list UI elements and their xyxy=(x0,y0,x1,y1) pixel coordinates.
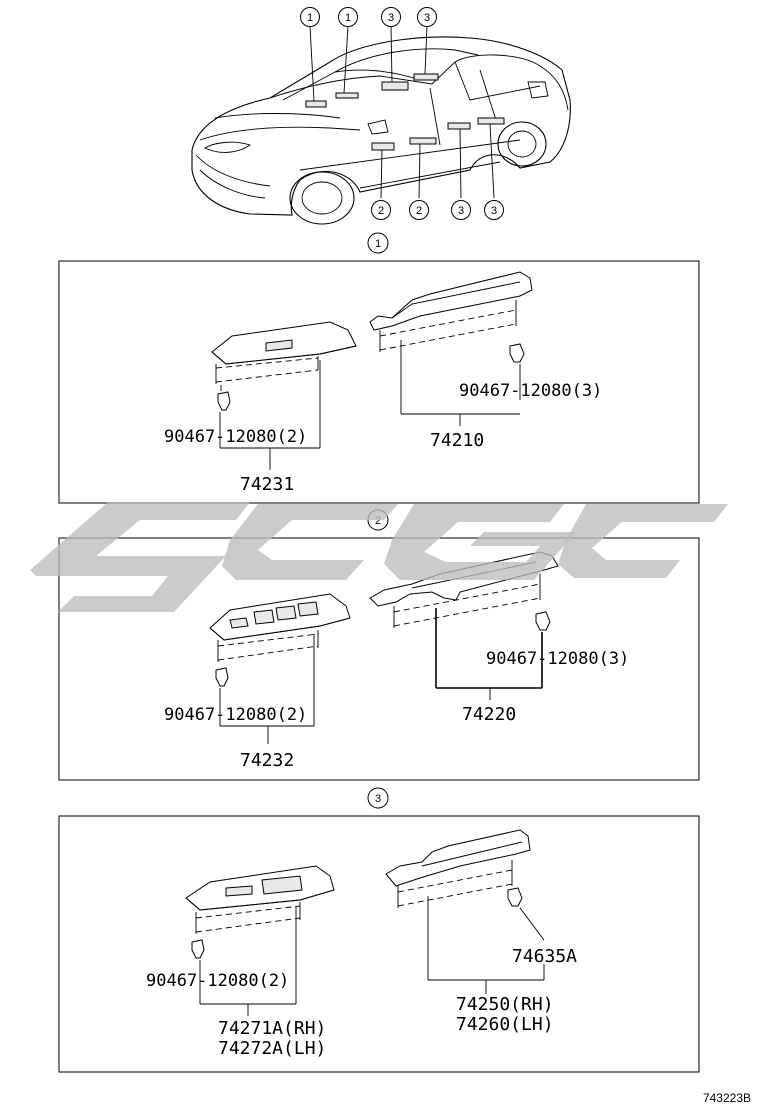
vehicle-illustration xyxy=(191,25,571,225)
svg-text:1: 1 xyxy=(345,12,351,24)
section-3-frame xyxy=(58,815,700,1073)
section-3-armrest-clip xyxy=(507,887,523,907)
section-2-switch-clip-label: 90467-12080(2) xyxy=(164,705,307,725)
section-3-armrest-lh-label: 74260(LH) xyxy=(456,1014,554,1035)
svg-text:1: 1 xyxy=(307,12,313,24)
svg-text:3: 3 xyxy=(458,205,464,217)
section-3-armrest-clip-label: 74635A xyxy=(512,946,577,967)
callout-top-4: 3 xyxy=(417,7,437,27)
callout-top-1: 1 xyxy=(300,7,320,27)
svg-text:3: 3 xyxy=(375,793,381,805)
section-2-armrest-leaders xyxy=(435,608,543,700)
section-1-armrest xyxy=(369,271,533,352)
callout-top-2: 1 xyxy=(338,7,358,27)
diagram-code: 743223B xyxy=(703,1091,751,1105)
section-2-switch-clip xyxy=(215,667,229,687)
svg-text:1: 1 xyxy=(375,238,381,250)
section-1-armrest-clip-label: 90467-12080(3) xyxy=(459,381,602,401)
section-3-armrest-rh-label: 74250(RH) xyxy=(456,994,554,1015)
section-2-armrest-clip xyxy=(535,611,551,631)
section-1-switch-base-label: 74231 xyxy=(240,474,294,495)
section-1-switch-clip xyxy=(217,385,231,411)
callout-bottom-4: 3 xyxy=(484,200,504,220)
section-1-armrest-clip xyxy=(509,343,525,363)
section-1-switch-leaders xyxy=(219,360,321,470)
section-2-switch-leaders xyxy=(219,634,315,744)
section-2-frame xyxy=(58,537,700,781)
section-2-armrest-clip-label: 90467-12080(3) xyxy=(486,649,629,669)
section-3-armrest-leaders xyxy=(427,896,545,994)
section-3-armrest xyxy=(385,829,531,908)
section-3-switch-base-rh-label: 74271A(RH) xyxy=(218,1018,326,1039)
section-2-switch-base xyxy=(209,593,351,662)
section-1-marker: 1 xyxy=(367,232,389,254)
section-2-switch-base-label: 74232 xyxy=(240,750,294,771)
callout-bottom-1: 2 xyxy=(371,200,391,220)
section-3-switch-clip-label: 90467-12080(2) xyxy=(146,971,289,991)
section-3-marker: 3 xyxy=(367,787,389,809)
section-1-switch-base xyxy=(211,321,357,384)
svg-text:2: 2 xyxy=(375,515,381,527)
section-1-armrest-label: 74210 xyxy=(430,430,484,451)
section-3-switch-base-lh-label: 74272A(LH) xyxy=(218,1038,326,1059)
svg-text:2: 2 xyxy=(378,205,384,217)
section-1-frame xyxy=(58,260,700,504)
section-3-switch-base xyxy=(185,865,335,934)
svg-text:3: 3 xyxy=(491,205,497,217)
svg-text:3: 3 xyxy=(424,12,430,24)
section-3-switch-clip xyxy=(191,939,205,959)
section-1-armrest-leaders xyxy=(400,340,521,426)
callout-bottom-2: 2 xyxy=(409,200,429,220)
section-1-switch-clip-label: 90467-12080(2) xyxy=(164,427,307,447)
section-3-switch-leaders xyxy=(199,906,297,1016)
callout-top-3: 3 xyxy=(381,7,401,27)
svg-text:3: 3 xyxy=(388,12,394,24)
callout-bottom-3: 3 xyxy=(451,200,471,220)
csc-watermark-logo xyxy=(30,502,728,612)
section-2-armrest-label: 74220 xyxy=(462,704,516,725)
svg-text:2: 2 xyxy=(416,205,422,217)
